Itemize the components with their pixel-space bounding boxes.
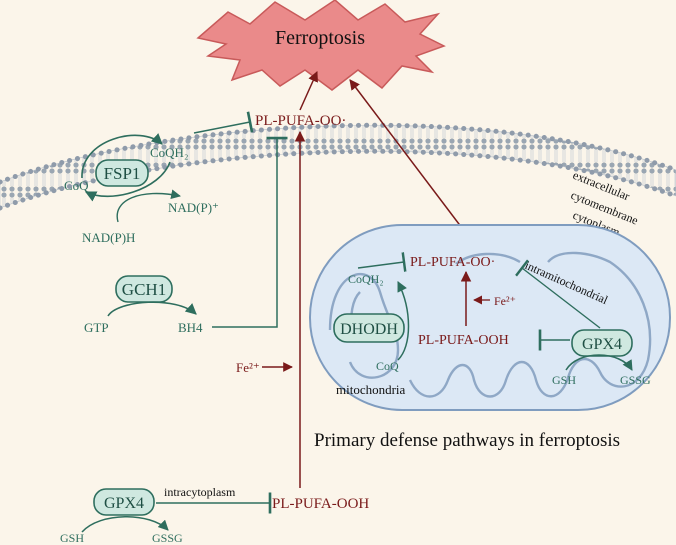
fsp1-box [95, 159, 149, 187]
nadph-label: NAD(P)H [82, 230, 135, 245]
bh4-label: BH4 [178, 320, 203, 335]
cyto-gssg-label: GSSG [152, 531, 183, 545]
fe2-cyto-label: Fe²⁺ [236, 360, 260, 375]
cyto-gpx4-box [93, 488, 155, 516]
gtp-label: GTP [84, 320, 109, 335]
cyto-gsh-gssg-arrow [81, 516, 169, 533]
mito-pl-pufa-ooh: PL-PUFA-OOH [418, 333, 509, 348]
mito-fe2-label: Fe²⁺ [494, 294, 516, 308]
gtp-to-bh4-arrow [107, 301, 197, 317]
fsp1-cycle-return [84, 161, 171, 202]
mito-coqh2-label: CoQH₂ [348, 272, 384, 286]
mito-gssg-label: GSSG [620, 373, 651, 387]
fsp1-label: FSP1 [104, 164, 141, 183]
dhodh-label: DHODH [340, 321, 398, 338]
nadp-label: NAD(P)⁺ [168, 200, 219, 215]
dhodh-box [333, 313, 405, 343]
diagram-title: Primary defense pathways in ferroptosis [314, 430, 620, 451]
mito-gpx4-label: GPX4 [582, 336, 622, 353]
bh4-inhibits [212, 136, 288, 328]
mito-gsh-label: GSH [552, 373, 576, 387]
coqh2-inhibits [193, 111, 254, 134]
nadph-arrow [116, 189, 181, 223]
mito-coqh2-inhibits [357, 252, 407, 272]
membrane-pl-pufa-oo: PL-PUFA-OO· [255, 113, 346, 129]
cyto-pl-pufa-ooh: PL-PUFA-OOH [272, 496, 369, 512]
ferroptosis-burst [196, 0, 446, 91]
mitochondrion [309, 224, 671, 411]
cyto-gpx4-label: GPX4 [104, 495, 144, 512]
dhodh-cycle-arrow [397, 281, 410, 361]
coqh2-label: CoQH₂ [150, 145, 188, 160]
intracytoplasm-label: intracytoplasm [164, 485, 236, 499]
coq-label: CoQ [64, 178, 89, 193]
mito-coq-label: CoQ [376, 359, 399, 373]
membrane-outer-dots [0, 122, 676, 185]
mito-gsh-gssg-arrow [565, 354, 633, 371]
arrow-membrane-to-ferroptosis [299, 71, 318, 111]
mito-gpx4-box [571, 329, 633, 357]
mitochondria-label: mitochondria [336, 382, 406, 397]
mito-gpx4-to-oo [515, 259, 601, 329]
membrane-inner-dots [0, 148, 676, 211]
gch1-label: GCH1 [122, 280, 166, 299]
ferroptosis-label: Ferroptosis [275, 27, 365, 49]
fsp1-cycle-arrow [81, 133, 163, 179]
arrow-mito-to-ferroptosis [349, 79, 466, 233]
cyto-gsh-label: GSH [60, 531, 84, 545]
mito-pl-pufa-oo: PL-PUFA-OO· [410, 255, 495, 270]
